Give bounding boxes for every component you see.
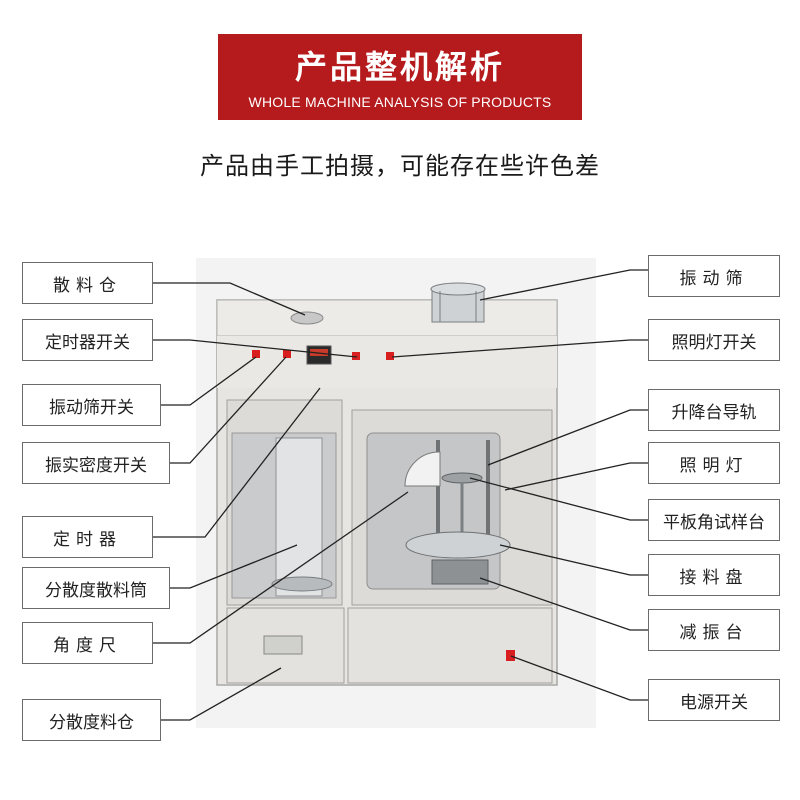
- leader-line: [391, 339, 648, 358]
- label-timer: 定时器: [22, 516, 153, 558]
- label-lighting-lamp: 照明灯: [648, 442, 780, 484]
- control-panel: [217, 336, 557, 388]
- label-dispersion-bin: 分散度料仓: [22, 699, 161, 741]
- leader-line: [510, 655, 648, 701]
- leader-line: [479, 577, 648, 631]
- tap-density-switch: [283, 350, 291, 358]
- label-powder-hopper: 散料仓: [22, 262, 153, 304]
- label-vibrating-sieve-switch: 振动筛开关: [22, 384, 161, 426]
- page-title-english: WHOLE MACHINE ANALYSIS OF PRODUCTS: [248, 94, 552, 110]
- leader-line: [170, 356, 287, 464]
- photo-note: 产品由手工拍摄，可能存在些许色差: [200, 152, 600, 180]
- flat-plate-stage: [441, 472, 483, 484]
- timer-switch: [352, 352, 360, 360]
- leader-line: [153, 339, 358, 358]
- label-dispersion-cylinder: 分散度散料筒: [22, 567, 170, 609]
- leader-line: [161, 356, 257, 406]
- collecting-tray: [405, 531, 511, 559]
- leader-lines-right: [391, 269, 648, 701]
- page-title: 产品整机解析: [294, 48, 505, 86]
- leader-lines-left: [153, 282, 409, 721]
- label-flat-plate-stage: 平板角试样台: [648, 499, 780, 541]
- angle-protractor: [404, 451, 441, 487]
- powder-hopper-top: [290, 311, 324, 325]
- lower-cabinet: [347, 607, 553, 684]
- leader-line: [170, 544, 298, 589]
- damping-base: [431, 559, 489, 585]
- label-tap-density-switch: 振实密度开关: [22, 442, 170, 484]
- leader-line: [479, 269, 648, 301]
- label-timer-switch: 定时器开关: [22, 319, 153, 361]
- label-angle-ruler: 角度尺: [22, 622, 153, 664]
- leader-line: [504, 462, 648, 491]
- label-collecting-tray: 接料盘: [648, 554, 780, 596]
- drawer-handle: [263, 635, 303, 655]
- label-vibrating-sieve: 振动筛: [648, 255, 780, 297]
- leader-line: [153, 282, 306, 316]
- machine-top-panel: [216, 299, 558, 337]
- dispersion-dish: [271, 576, 333, 592]
- leader-line: [161, 667, 282, 721]
- leader-line: [153, 491, 409, 644]
- dispersion-cylinder: [275, 437, 323, 597]
- label-power-switch: 电源开关: [648, 679, 780, 721]
- power-switch: [506, 650, 515, 661]
- vibrating-sieve-rim: [430, 282, 486, 296]
- leader-line: [487, 409, 648, 466]
- leader-line: [499, 544, 648, 576]
- title-banner: 产品整机解析 WHOLE MACHINE ANALYSIS OF PRODUCT…: [218, 34, 582, 120]
- leader-line: [153, 387, 321, 538]
- label-light-switch: 照明灯开关: [648, 319, 780, 361]
- leader-line: [469, 477, 648, 521]
- label-lift-rail: 升降台导轨: [648, 389, 780, 431]
- light-switch: [386, 352, 394, 360]
- vibrating-sieve-switch: [252, 350, 260, 358]
- label-damping-base: 减振台: [648, 609, 780, 651]
